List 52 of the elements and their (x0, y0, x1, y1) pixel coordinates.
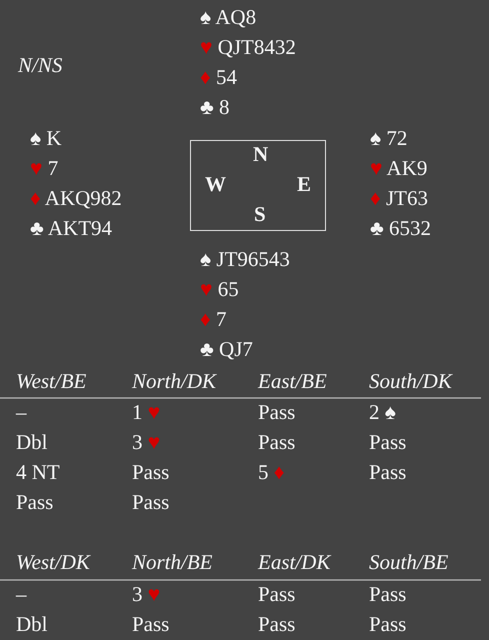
card-holding: ♣ QJ7 (200, 336, 253, 362)
column-header: West/DK (16, 549, 90, 575)
column-header: North/DK (132, 368, 216, 394)
bid-text: – (16, 399, 26, 425)
bid-text: Pass (369, 581, 406, 607)
card-holding: ♥ QJT8432 (200, 34, 296, 60)
bid-text: Pass (258, 399, 296, 425)
card-holding: ♦ 7 (200, 306, 226, 332)
compass-box (190, 140, 326, 231)
bid-text: 1 ♥ (132, 399, 160, 425)
card-holding: ♣ 8 (200, 94, 230, 120)
bid-text: Pass (369, 611, 406, 637)
card-holding: ♣ AKT94 (30, 215, 112, 241)
card-holding: ♦ AKQ982 (30, 185, 122, 211)
direction-letter: S (254, 201, 266, 227)
deal-info-text: N/NS (18, 52, 62, 78)
card-holding: ♠ 72 (370, 125, 408, 151)
card-holding: ♣ 6532 (370, 215, 432, 241)
column-header: North/BE (132, 549, 213, 575)
bid-text: Pass (258, 611, 296, 637)
bid-text: Pass (132, 489, 170, 515)
bid-text: Pass (132, 459, 170, 485)
card-holding: ♥ 65 (200, 276, 239, 302)
column-header: West/BE (16, 368, 86, 394)
card-holding: ♦ 54 (200, 64, 237, 90)
card-holding: ♠ AQ8 (200, 4, 256, 30)
column-header: South/DK (369, 368, 452, 394)
bid-text: – (16, 581, 26, 607)
card-holding: ♠ K (30, 125, 62, 151)
direction-letter: W (205, 171, 226, 197)
card-holding: ♦ JT63 (370, 185, 428, 211)
card-holding: ♠ JT96543 (200, 246, 290, 272)
card-holding: ♥ 7 (30, 155, 58, 181)
column-header: South/BE (369, 549, 448, 575)
bid-text: 4 NT (16, 459, 60, 485)
bid-text: Pass (16, 489, 54, 515)
bid-text: Dbl (16, 429, 48, 455)
column-header: East/DK (258, 549, 330, 575)
bid-text: Dbl (16, 611, 48, 637)
bid-text: Pass (132, 611, 170, 637)
card-holding: ♥ AK9 (370, 155, 428, 181)
bid-text: Pass (258, 581, 296, 607)
bid-text: Pass (369, 459, 406, 485)
direction-letter: E (297, 171, 312, 197)
bid-text: 2 ♠ (369, 399, 396, 425)
bid-text: 3 ♥ (132, 429, 160, 455)
bid-text: 5 ♦ (258, 459, 284, 485)
bid-text: 3 ♥ (132, 581, 160, 607)
bid-text: Pass (258, 429, 296, 455)
direction-letter: N (253, 141, 268, 167)
bid-text: Pass (369, 429, 406, 455)
column-header: East/BE (258, 368, 327, 394)
